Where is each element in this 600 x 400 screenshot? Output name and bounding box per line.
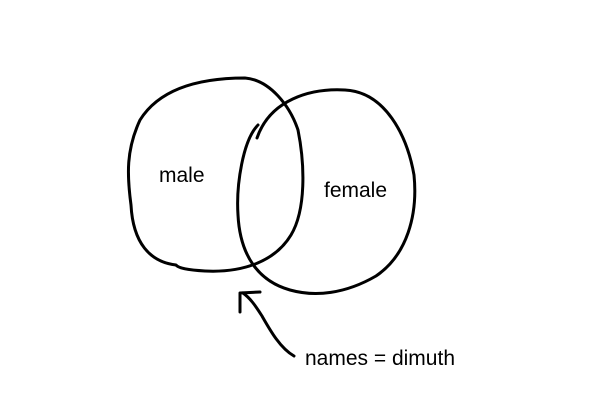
annotation-arrowhead [238, 290, 262, 314]
male-set-circle [126, 76, 305, 273]
annotation-arrow-shaft [241, 291, 296, 358]
female-set-label: female [324, 179, 388, 202]
intersection-annotation: names = dimuth [305, 347, 455, 370]
male-set-label: male [159, 164, 205, 187]
female-set-circle [236, 88, 417, 295]
